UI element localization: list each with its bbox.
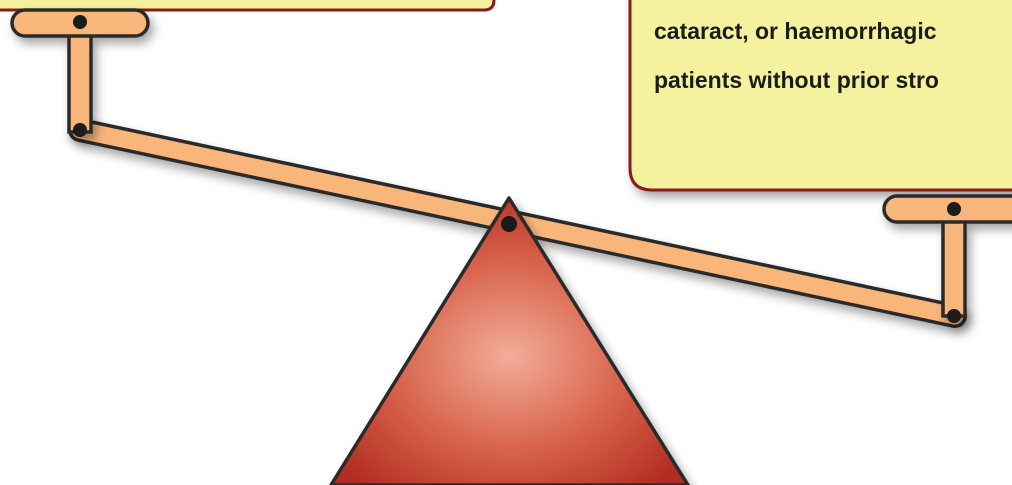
left-hanger (12, 10, 148, 137)
right-box-line-1: cataract, or haemorrhagic (654, 18, 937, 44)
right-beam-pivot (947, 309, 961, 323)
right-text-box: cataract, or haemorrhagic patients witho… (630, 0, 1012, 190)
right-plate-pivot (947, 202, 961, 216)
fulcrum-pivot (501, 216, 517, 232)
left-beam-pivot (73, 123, 87, 137)
right-box-line-2: patients without prior stro (654, 67, 939, 93)
left-plate-pivot (73, 15, 87, 29)
